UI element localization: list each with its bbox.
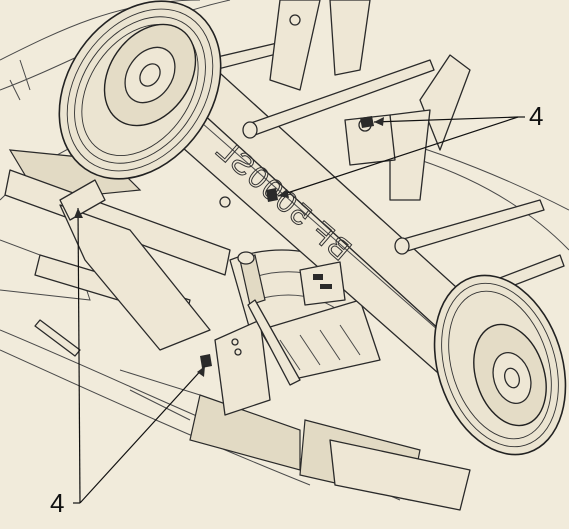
grease-fitting-upper [360, 116, 374, 128]
callout-lower-leader-1 [77, 207, 81, 504]
callout-upper-label: 4 [529, 101, 543, 131]
grease-fitting-center [266, 188, 278, 202]
rear-right-wheel [433, 274, 567, 456]
front-left-wheel [58, 0, 222, 180]
callout-lower-label: 4 [50, 488, 64, 518]
callout-upper-arrow-1 [374, 117, 384, 126]
callout-lower-leader-2 [79, 365, 206, 504]
callout-upper-leader-2 [277, 116, 519, 197]
callout-upper-arrow-2 [278, 189, 289, 198]
callout-lower: 4 [50, 207, 206, 518]
left-linkage [34, 179, 106, 357]
skid-plates [119, 369, 471, 511]
slot-plate [299, 261, 346, 306]
callout-lower-arrow-2 [197, 366, 205, 377]
callout-upper: 4 [277, 101, 543, 198]
grease-fitting-lower [200, 354, 212, 368]
callout-upper-leader-1 [373, 116, 519, 123]
lower-bracket [214, 251, 301, 416]
callout-lower-arrow-1 [74, 208, 83, 218]
rear-crossbar [4, 169, 231, 351]
lift-brackets [269, 0, 471, 201]
